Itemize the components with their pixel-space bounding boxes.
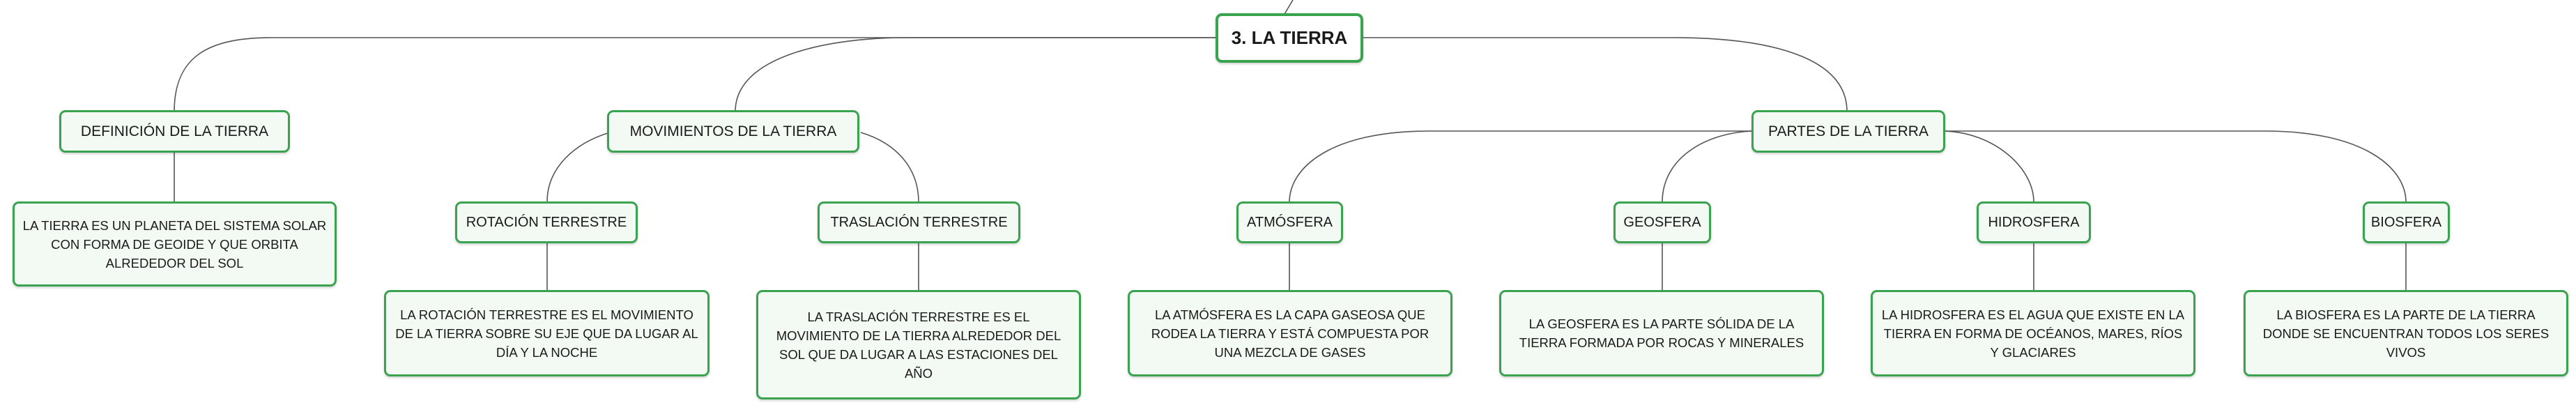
biosfera-node[interactable]: BIOSFERA: [2363, 201, 2450, 243]
hidrosfera-desc-node[interactable]: LA HIDROSFERA ES EL AGUA QUE EXISTE EN L…: [1871, 290, 2195, 376]
movimientos-node[interactable]: MOVIMIENTOS DE LA TIERRA: [607, 110, 859, 153]
definicion-node[interactable]: DEFINICIÓN DE LA TIERRA: [59, 110, 290, 153]
link-partes-hidrosfera: [1944, 130, 2034, 203]
root-node[interactable]: 3. LA TIERRA: [1216, 13, 1363, 63]
hidrosfera-node[interactable]: HIDROSFERA: [1977, 201, 2091, 243]
link-incoming-root: [1284, 0, 1294, 15]
biosfera-desc-node[interactable]: LA BIOSFERA ES LA PARTE DE LA TIERRA DON…: [2244, 290, 2568, 376]
rotacion-desc-node[interactable]: LA ROTACIÓN TERRESTRE ES EL MOVIMIENTO D…: [384, 290, 710, 376]
partes-node[interactable]: PARTES DE LA TIERRA: [1751, 110, 1945, 153]
rotacion-node[interactable]: ROTACIÓN TERRESTRE: [455, 201, 638, 243]
traslacion-desc-node[interactable]: LA TRASLACIÓN TERRESTRE ES EL MOVIMIENTO…: [756, 290, 1081, 399]
atmosfera-node[interactable]: ATMÓSFERA: [1236, 201, 1343, 243]
link-partes-atmosfera: [1289, 130, 1753, 203]
link-partes-geosfera: [1662, 130, 1754, 203]
geosfera-node[interactable]: GEOSFERA: [1613, 201, 1711, 243]
definicion-desc-node[interactable]: LA TIERRA ES UN PLANETA DEL SISTEMA SOLA…: [13, 201, 337, 287]
link-partes-biosfera: [1945, 130, 2407, 203]
link-mov-rotacion: [546, 132, 611, 203]
link-root-partes: [1363, 37, 1848, 112]
atmosfera-desc-node[interactable]: LA ATMÓSFERA ES LA CAPA GASEOSA QUE RODE…: [1128, 290, 1452, 376]
link-root-movimientos: [735, 37, 1216, 112]
link-root-definicion: [174, 37, 1216, 112]
link-mov-traslacion: [860, 132, 919, 203]
geosfera-desc-node[interactable]: LA GEOSFERA ES LA PARTE SÓLIDA DE LA TIE…: [1499, 290, 1824, 376]
traslacion-node[interactable]: TRASLACIÓN TERRESTRE: [818, 201, 1020, 243]
